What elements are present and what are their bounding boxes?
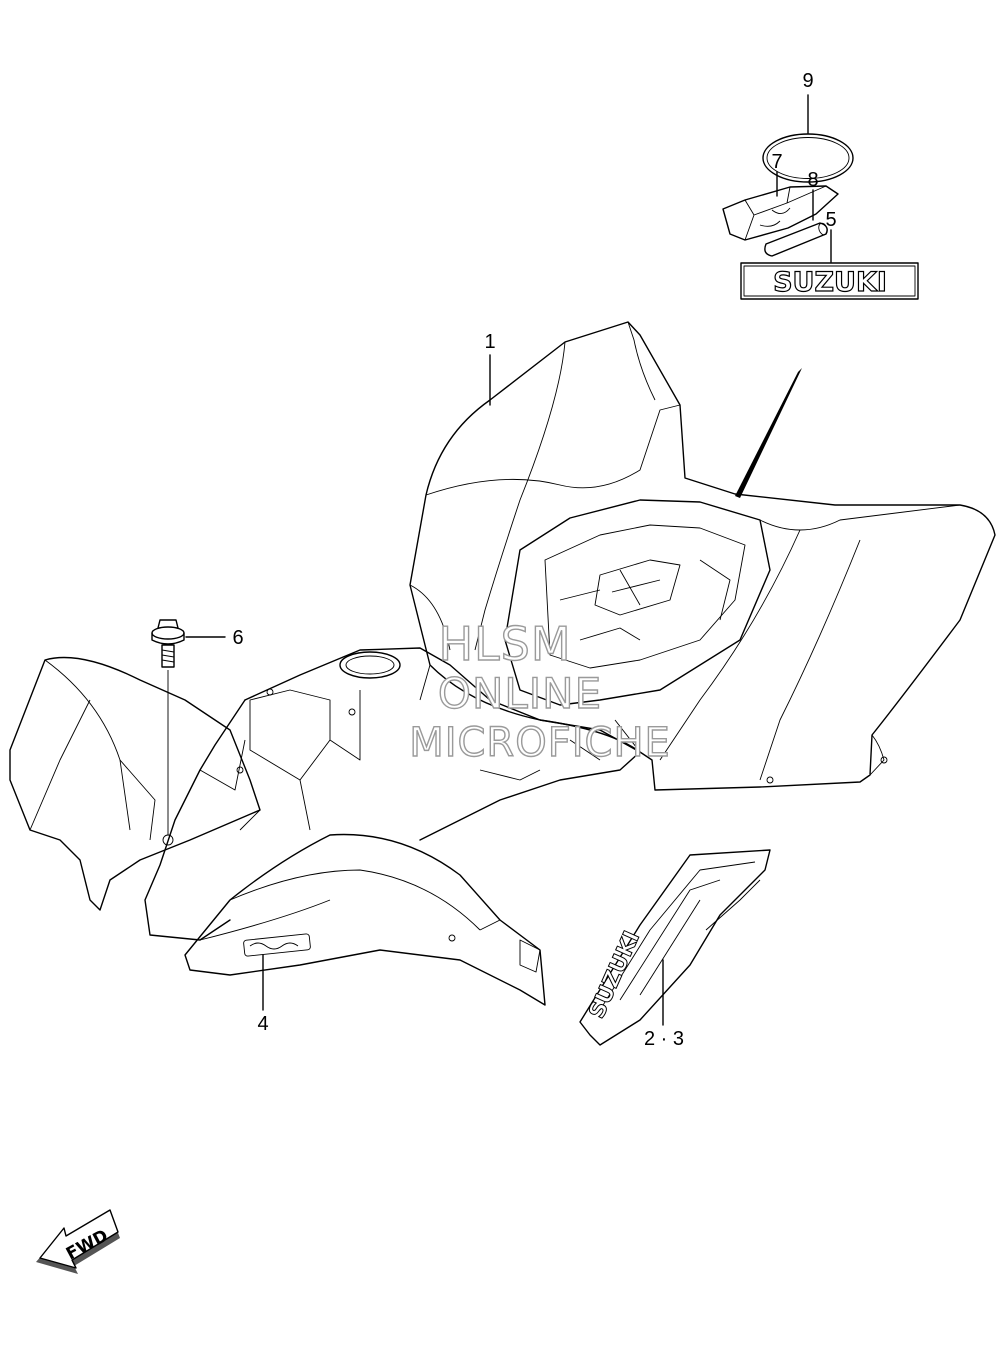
part-2-3-side-decal[interactable]: SUZUKI <box>579 849 771 1046</box>
callout-9[interactable]: 9 <box>802 70 813 92</box>
part-5-emblem[interactable]: SUZUKI <box>740 262 919 300</box>
callout-1[interactable]: 1 <box>484 331 495 353</box>
emblem-text: SUZUKI <box>773 267 887 298</box>
callout-2-3[interactable]: 2 · 3 <box>644 1028 684 1050</box>
part-8-pin[interactable] <box>764 222 829 257</box>
watermark-line-3: MICROFICHE <box>409 720 671 766</box>
callout-7[interactable]: 7 <box>771 151 782 173</box>
callout-4[interactable]: 4 <box>257 1013 268 1035</box>
forward-arrow-icon: FWD <box>36 1209 120 1274</box>
part-6-bolt[interactable] <box>151 619 185 668</box>
watermark-line-2: ONLINE <box>438 669 602 718</box>
watermark-line-1: HLSM <box>438 617 571 671</box>
part-9-ring[interactable] <box>762 133 854 183</box>
part-4-front-fender[interactable] <box>9 647 641 1006</box>
callout-6[interactable]: 6 <box>232 627 243 649</box>
callout-8[interactable]: 8 <box>807 169 818 191</box>
callout-5[interactable]: 5 <box>825 209 836 231</box>
part-1-rear-fender[interactable] <box>409 321 996 791</box>
watermark: HLSM ONLINE MICROFICHE <box>408 616 671 766</box>
part-7-cushion[interactable] <box>722 185 839 241</box>
emblem-pointer <box>735 368 802 498</box>
